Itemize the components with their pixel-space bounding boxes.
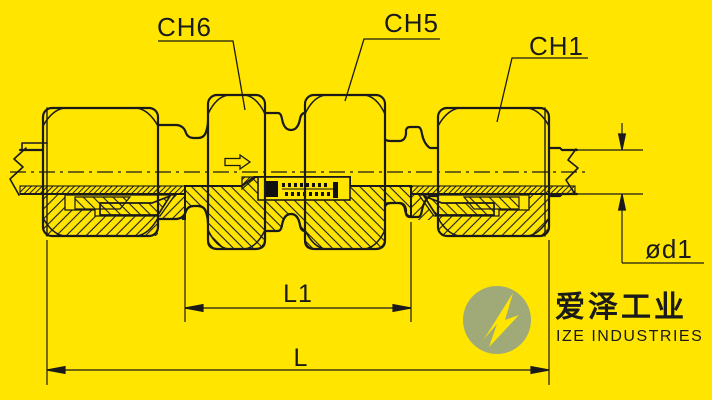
arrow-l1-right: [392, 303, 412, 313]
neck1-top: [156, 119, 210, 140]
label-ch5: CH5: [384, 8, 439, 38]
cutting-ring-right-b: [421, 194, 495, 216]
neck3-top: [383, 125, 440, 150]
logo: 爱泽工业 IZE INDUSTRIES: [463, 286, 703, 354]
dim-label-d1: ød1: [645, 234, 693, 264]
arrow-d1-down: [617, 133, 627, 151]
valve-seat: [241, 176, 258, 191]
tube-right-collar: [547, 146, 579, 198]
check-valve-spring: [266, 181, 338, 198]
spring-end-plate: [333, 182, 338, 198]
arrow-l-left: [46, 365, 66, 375]
label-ch1: CH1: [529, 31, 584, 61]
neck1-bottom: [156, 204, 210, 225]
dim-label-l1: L1: [283, 280, 313, 308]
chamfer-arcs: [42, 94, 550, 250]
spring-coils: [282, 183, 330, 196]
arrow-l1-left: [184, 303, 204, 313]
dimension-l1: [184, 207, 412, 322]
tube-left-wall: [19, 185, 186, 195]
cutting-ring-left-b: [99, 194, 173, 216]
label-ch6: CH6: [157, 12, 212, 42]
leader-ch1: [496, 57, 588, 123]
leader-ch6: [158, 40, 246, 111]
tube-right-wall: [410, 185, 576, 195]
logo-bolt-icon: [484, 293, 519, 347]
arrow-d1-up: [617, 193, 627, 211]
tube-right-break: [565, 148, 579, 195]
neck2-bottom: [263, 212, 307, 233]
dimension-d1: [578, 123, 704, 264]
logo-en-text: IZE INDUSTRIES: [556, 328, 703, 345]
arrow-l-right: [530, 365, 550, 375]
neck3-bottom: [383, 194, 440, 219]
leader-ch5: [344, 38, 440, 102]
logo-cn-text: 爱泽工业: [555, 291, 687, 324]
neck2-top: [263, 111, 307, 132]
poppet: [266, 181, 278, 197]
tube-left-break: [9, 147, 27, 196]
labels: [158, 38, 588, 123]
dimension-l: [46, 240, 550, 385]
flow-direction-arrow-icon: [224, 153, 252, 171]
dim-label-l: L: [294, 344, 309, 372]
